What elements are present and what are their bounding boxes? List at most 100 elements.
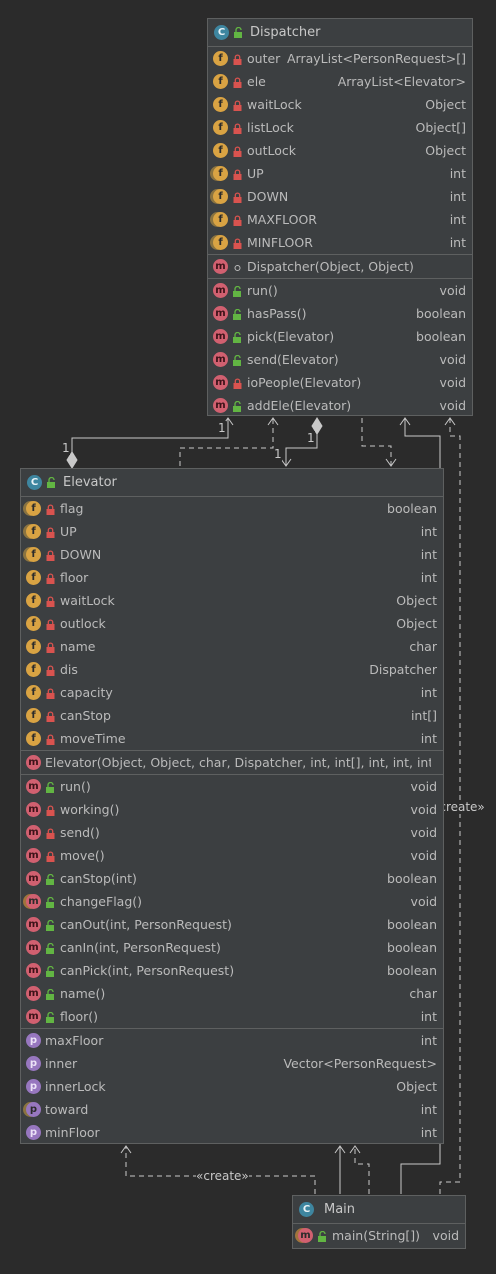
member-name: flag bbox=[60, 501, 84, 516]
member-name: floor() bbox=[60, 1009, 99, 1024]
field-icon: f bbox=[26, 639, 41, 654]
property-icon: p bbox=[26, 1079, 41, 1094]
member-name: canStop bbox=[60, 708, 111, 723]
member-name: capacity bbox=[60, 685, 113, 700]
static-field-icon: f bbox=[26, 524, 41, 539]
public-visibility-icon bbox=[317, 1230, 328, 1242]
class-icon: C bbox=[214, 25, 229, 40]
private-lock-icon bbox=[45, 710, 56, 722]
main-header[interactable]: C Main bbox=[293, 1196, 465, 1224]
static-method-icon: m bbox=[298, 1228, 313, 1243]
method-icon: m bbox=[213, 398, 228, 413]
member-type: void bbox=[439, 352, 466, 367]
member-name: name() bbox=[60, 986, 106, 1001]
member-name: DOWN bbox=[60, 547, 102, 562]
public-visibility-icon bbox=[232, 285, 243, 297]
public-visibility-icon bbox=[45, 965, 56, 977]
field-icon: f bbox=[213, 74, 228, 89]
member-name: addEle(Elevator) bbox=[247, 398, 352, 413]
member-type: boolean bbox=[387, 871, 437, 886]
private-lock-icon bbox=[45, 526, 56, 538]
static-field-icon: f bbox=[26, 501, 41, 516]
member-type: void bbox=[410, 802, 437, 817]
static-field-icon: f bbox=[213, 166, 228, 181]
private-lock-icon bbox=[45, 827, 56, 839]
member-name: UP bbox=[60, 524, 77, 539]
private-lock-icon bbox=[232, 145, 243, 157]
private-lock-icon bbox=[45, 804, 56, 816]
static-method-icon: m bbox=[26, 894, 41, 909]
method-icon: m bbox=[26, 963, 41, 978]
arrowhead-dispatcher-3 bbox=[399, 417, 411, 426]
private-lock-icon bbox=[45, 687, 56, 699]
private-lock-icon bbox=[232, 168, 243, 180]
member-type: int bbox=[420, 1102, 437, 1117]
class-name: Main bbox=[324, 1202, 356, 1217]
member-name: canOut(int, PersonRequest) bbox=[60, 917, 232, 932]
member-type: ArrayList<Elevator> bbox=[337, 74, 466, 89]
private-lock-icon bbox=[45, 572, 56, 584]
elevator-header[interactable]: C Elevator bbox=[21, 469, 443, 497]
dispatcher-header[interactable]: C Dispatcher bbox=[208, 19, 472, 47]
member-type: int bbox=[449, 189, 466, 204]
method-icon: m bbox=[26, 1009, 41, 1024]
member-type: ArrayList<PersonRequest>[] bbox=[287, 51, 466, 66]
class-name: Dispatcher bbox=[250, 25, 321, 40]
private-lock-icon bbox=[45, 641, 56, 653]
method-icon: m bbox=[213, 375, 228, 390]
public-visibility-icon bbox=[45, 988, 56, 1000]
member-name: send(Elevator) bbox=[247, 352, 339, 367]
